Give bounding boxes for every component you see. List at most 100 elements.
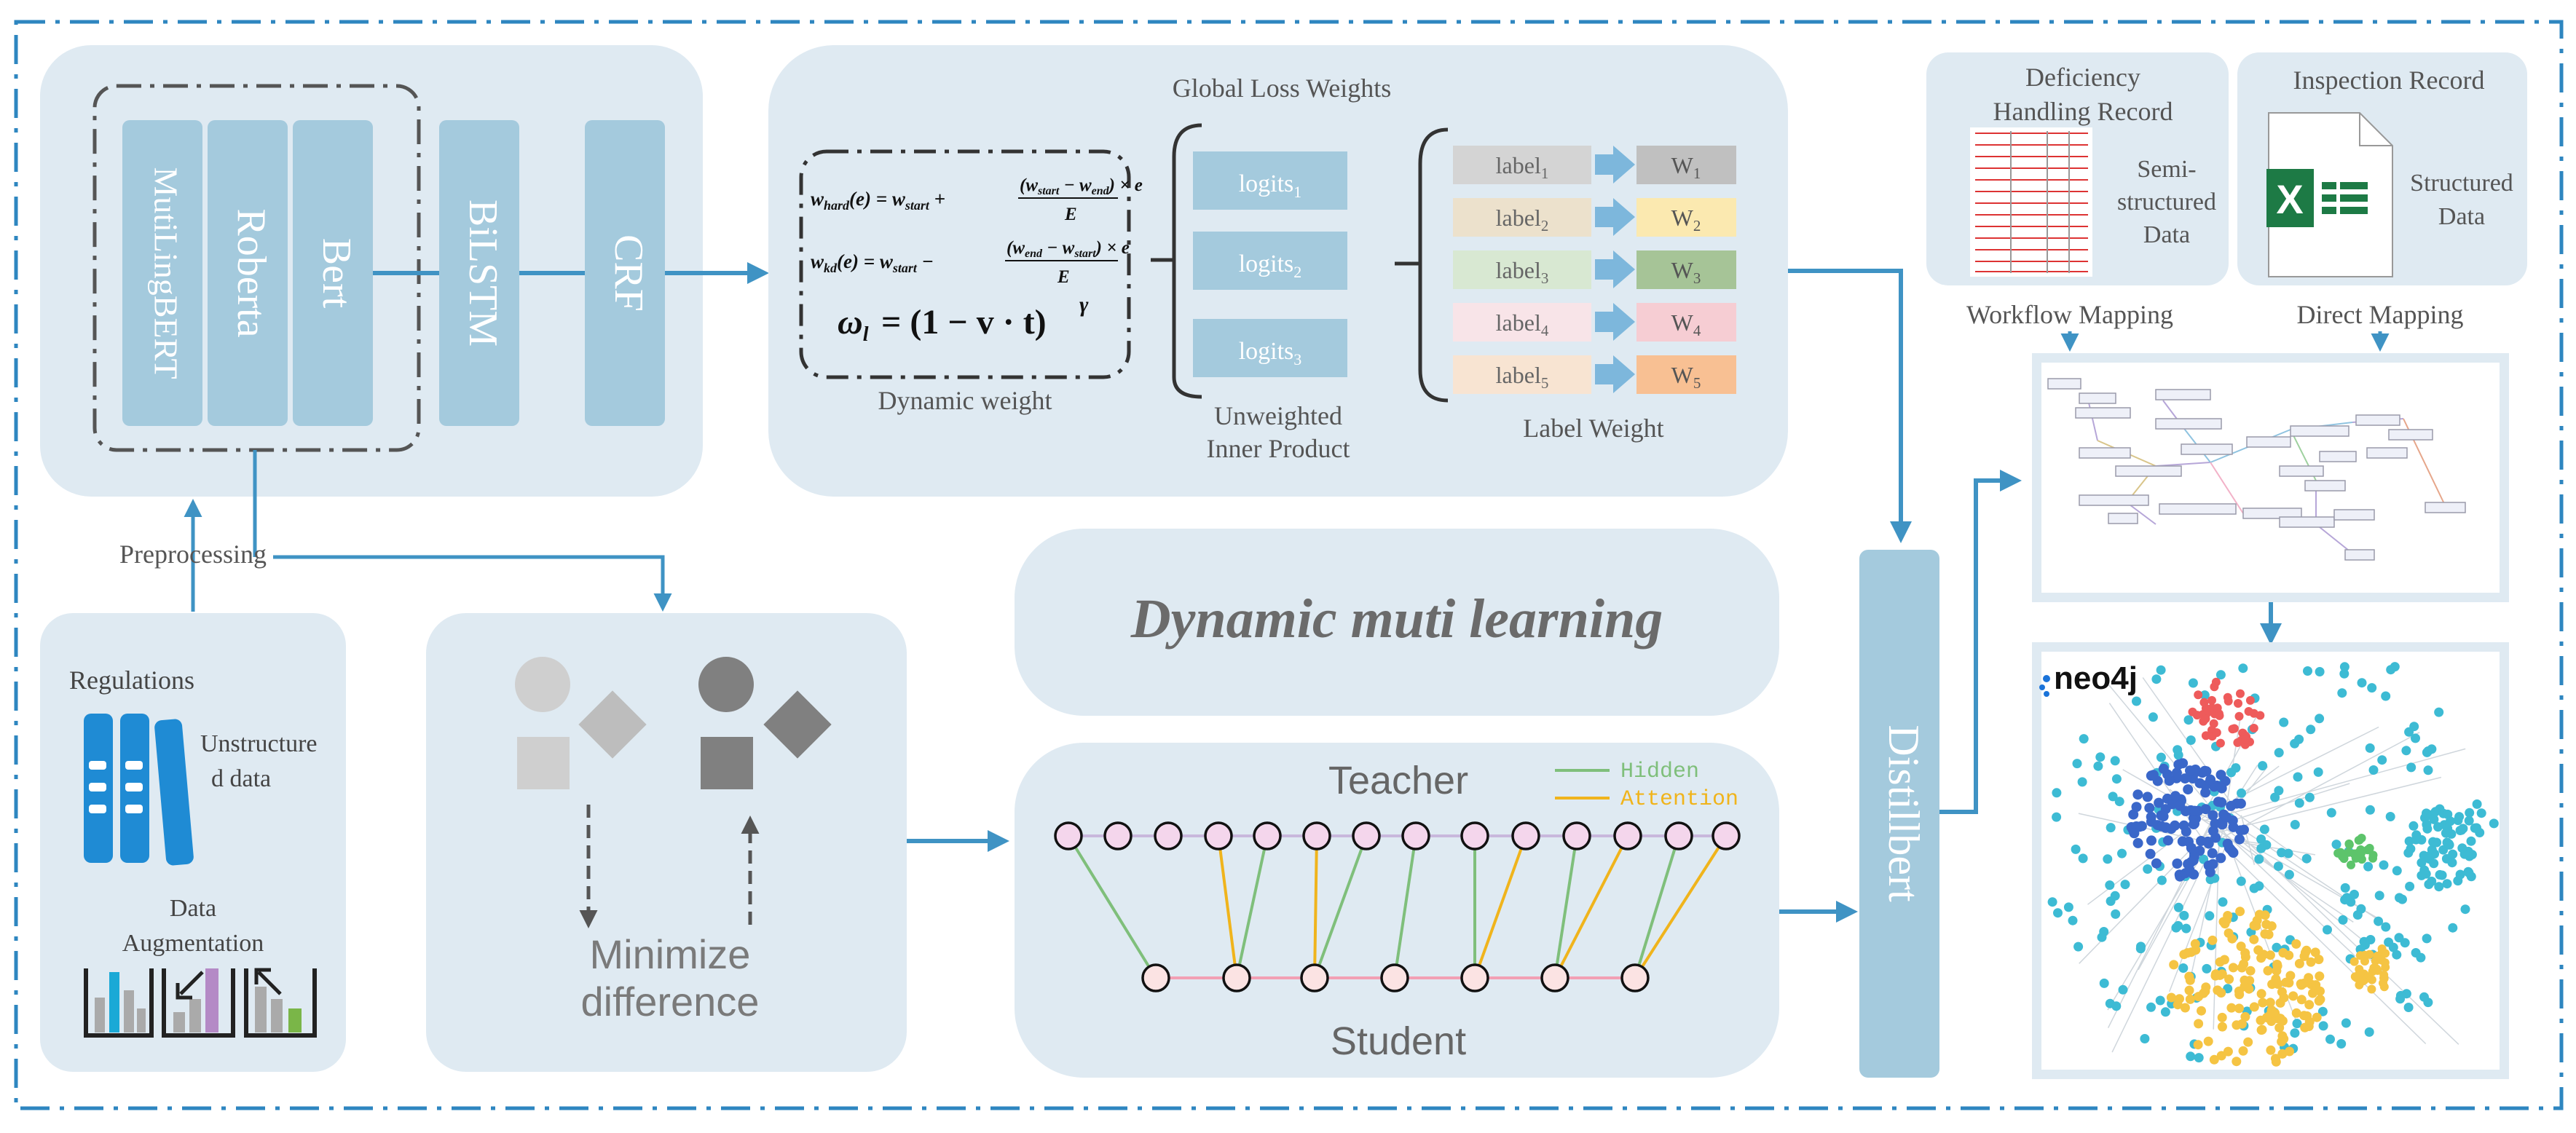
graph-node [2203,1036,2213,1046]
graph-node [2103,854,2113,864]
graph-node [2235,798,2246,809]
graph-node [2200,804,2211,815]
arrow-4-icon [1595,303,1635,341]
graph-node [2472,799,2482,809]
graph-node [2207,695,2216,705]
graph-node [2465,808,2475,818]
graph-node [2097,932,2107,942]
graph-node [2180,773,2191,784]
logits-1-label: logits1 [1239,170,1302,201]
graph-node [2155,995,2165,1006]
graph-node [2258,761,2268,771]
arrow-1-icon [1595,146,1635,183]
graph-node [2448,849,2458,859]
graph-node [2312,1012,2322,1022]
graph-node [2419,865,2430,875]
graph-node [2073,941,2084,952]
direct-mapping-label: Direct Mapping [2297,300,2464,329]
graph-node [2173,902,2183,912]
graph-node [2341,1018,2351,1028]
graph-node [2356,849,2366,858]
unweighted-line2: Inner Product [1207,434,1350,463]
teacher-node-2 [1103,821,1133,850]
graph-node [2108,791,2118,802]
student-node-7 [1620,963,1650,992]
graph-node [2363,861,2374,872]
graph-node [2457,843,2467,853]
graph-node [2240,1011,2250,1022]
svg-text:E: E [1064,205,1077,224]
graph-edge [2205,748,2466,821]
mutilingbert-block [122,120,202,426]
svg-text:(wstart − wend) × e: (wstart − wend) × e [1020,175,1143,197]
graph-node [2315,986,2325,996]
graph-node [2144,802,2155,813]
graph-node [2213,703,2222,713]
graph-node [2078,853,2088,864]
graph-node [2215,670,2226,680]
graph-node [2185,765,2195,776]
graph-node [2173,920,2183,931]
graph-node [2249,1002,2259,1012]
weight-4-text: W4 [1671,309,1701,339]
roberta-block [208,120,288,426]
label-4-box [1453,303,1591,342]
graph-node [2199,690,2210,700]
graph-node [2349,957,2359,966]
graph-node [2228,848,2239,858]
graph-node [2106,823,2116,833]
graph-node [2422,808,2431,818]
graph-node [2284,869,2294,880]
graph-node [2411,830,2422,840]
graph-node [2325,1034,2335,1044]
label-2-text: label2 [1496,205,1549,234]
graph-node [2339,668,2349,679]
student-square-shape [517,737,570,789]
graph-node [2453,816,2463,826]
graph-node [2367,683,2377,693]
graph-node [2181,923,2191,933]
graph-node [2236,876,2246,886]
graph-node [2191,945,2201,955]
graph-node [2207,935,2218,945]
graph-node [2236,689,2245,698]
graph-node [2339,662,2349,672]
label-1-box [1453,146,1591,184]
preprocess-to-minimize-arrow [273,555,672,612]
minimize-line2: difference [581,979,760,1025]
graph-edge [2240,815,2256,865]
graph-node [2395,893,2404,903]
graph-node [2053,908,2063,918]
arrow-5-icon [1595,355,1635,393]
logits-1-box [1193,151,1347,210]
graph-node [2445,816,2455,826]
graph-node [2221,812,2232,823]
graph-edge [2200,807,2365,942]
label-1-text: label1 [1496,152,1549,182]
graph-node [2047,897,2057,907]
teacher-node-10 [1511,821,1540,850]
graph-node [2111,1001,2122,1011]
graph-node [2293,772,2303,782]
graph-node [2205,911,2215,921]
graph-node [2142,791,2153,802]
teacher-student-panel [1015,743,1779,1078]
graph-node [2278,948,2288,958]
graph-node [2184,985,2194,995]
graph-node [2143,864,2153,874]
graph-node [2323,925,2332,935]
excel-file-icon: X [2266,112,2393,277]
graph-node [2430,807,2441,817]
graph-node [2315,714,2325,724]
neo4j-graph-nodes [2047,662,2499,1067]
teacher-node-4 [1204,821,1233,850]
graph-node [2261,920,2272,929]
graph-node [2201,714,2210,724]
graph-node [2379,860,2389,870]
graph-node [2158,811,2169,822]
graph-node [2209,1054,2219,1065]
graph-node [2314,996,2324,1006]
graph-node [2405,881,2415,891]
graph-node [2183,715,2194,725]
graph-node [2184,864,2195,875]
